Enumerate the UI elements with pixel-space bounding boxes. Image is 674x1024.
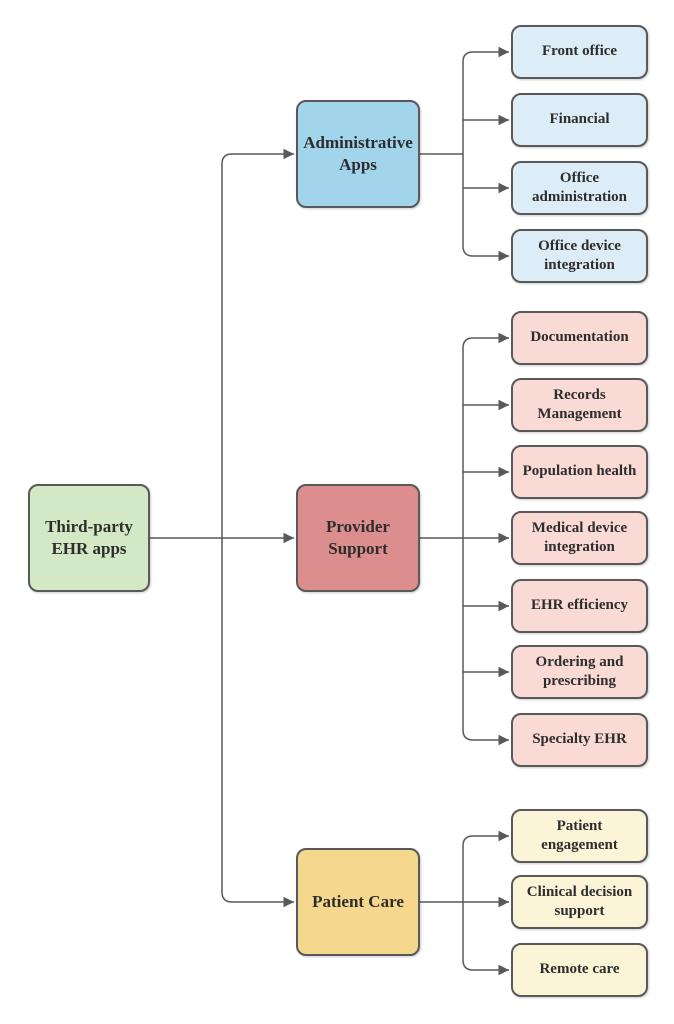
leaf-node-office-device-integration: Office device integration: [511, 229, 648, 283]
edge-trunk-to-patient: [221, 538, 294, 908]
leaf-node-ordering-and-prescribing: Ordering and prescribing: [511, 645, 648, 699]
leaf-node-ehr-efficiency: EHR efficiency: [511, 579, 648, 633]
branch-node-provider-support: Provider Support: [296, 484, 420, 592]
leaf-node-specialty-ehr: Specialty EHR: [511, 713, 648, 767]
edge-patient-leaf-2: [462, 959, 509, 976]
edge-administrative-leaf-3: [462, 245, 509, 262]
leaf-node-front-office: Front office: [511, 25, 648, 79]
edge-provider-leaf-0: [462, 332, 509, 349]
leaf-node-remote-care: Remote care: [511, 943, 648, 997]
leaf-node-patient-engagement: Patient engagement: [511, 809, 648, 863]
leaf-node-medical-device-integration: Medical device integration: [511, 511, 648, 565]
connector-group: [150, 46, 509, 976]
leaf-node-population-health: Population health: [511, 445, 648, 499]
edge-administrative-leaf-0: [462, 46, 509, 63]
branch-node-patient-care: Patient Care: [296, 848, 420, 956]
edge-trunk-to-administrative: [221, 148, 294, 538]
root-node-third-party-ehr-apps: Third-party EHR apps: [28, 484, 150, 592]
branch-node-administrative-apps: Administrative Apps: [296, 100, 420, 208]
edge-patient-leaf-0: [462, 830, 509, 847]
edge-provider-leaf-6: [462, 729, 509, 746]
leaf-node-documentation: Documentation: [511, 311, 648, 365]
leaf-node-records-management: Records Management: [511, 378, 648, 432]
leaf-node-clinical-decision-support: Clinical decision support: [511, 875, 648, 929]
leaf-node-office-administration: Office administration: [511, 161, 648, 215]
leaf-node-financial: Financial: [511, 93, 648, 147]
